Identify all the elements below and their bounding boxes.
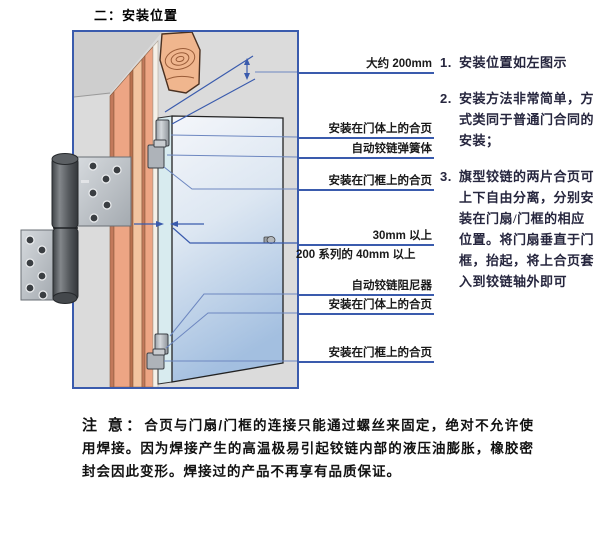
diagram-scene bbox=[73, 31, 298, 388]
installation-diagram bbox=[72, 30, 299, 389]
instruction-item-1: 1. 安装位置如左图示 bbox=[440, 52, 596, 73]
instruction-list: 1. 安装位置如左图示 2. 安装方法非常简单，方式类同于普通门合同的安装； 3… bbox=[440, 52, 596, 307]
warning-prefix: 注 意： bbox=[82, 417, 145, 434]
label-damper-body: 自动铰链阻尼器 bbox=[298, 276, 434, 296]
instruction-number: 3. bbox=[440, 169, 452, 184]
label-hinge-on-frame-top: 安装在门框上的合页 bbox=[298, 171, 434, 191]
hinge-upper-leaf bbox=[76, 156, 132, 227]
dimension-200mm bbox=[164, 55, 256, 125]
instruction-number: 2. bbox=[440, 91, 452, 106]
dimension-30mm bbox=[134, 221, 297, 244]
frame-grain-section bbox=[159, 31, 201, 94]
label-hinge-on-frame-bottom: 安装在门框上的合页 bbox=[298, 343, 434, 363]
door-panel bbox=[171, 115, 284, 383]
instruction-item-2: 2. 安装方法非常简单，方式类同于普通门合同的安装； bbox=[440, 88, 596, 151]
top-hinge bbox=[147, 119, 170, 169]
instruction-number: 1. bbox=[440, 55, 452, 70]
page-title: 二：安装位置 bbox=[94, 8, 179, 23]
door-knob bbox=[263, 236, 276, 244]
label-hinge-on-door-bottom: 安装在门体上的合页 bbox=[298, 295, 434, 315]
label-spring-body: 自动铰链弹簧体 bbox=[298, 139, 434, 159]
instruction-item-3: 3. 旗型铰链的两片合页可上下自由分离，分别安装在门扇/门框的相应位置。将门扇垂… bbox=[440, 166, 596, 292]
leader-lines bbox=[163, 71, 298, 362]
instruction-text: 安装位置如左图示 bbox=[459, 55, 568, 70]
hinge-barrel bbox=[51, 153, 79, 304]
warning-note: 注 意：合页与门扇/门框的连接只能通过螺丝来固定，绝对不允许使用焊接。因为焊接产… bbox=[82, 414, 534, 483]
hinge-photo bbox=[20, 153, 132, 304]
wall-upper-plane bbox=[74, 32, 162, 97]
label-approx-200mm: 大约 200mm bbox=[298, 54, 434, 74]
label-hinge-on-door-top: 安装在门体上的合页 bbox=[298, 119, 434, 139]
warning-text: 合页与门扇/门框的连接只能通过螺丝来固定，绝对不允许使用焊接。因为焊接产生的高温… bbox=[82, 418, 535, 479]
label-gap-30mm: 30mm 以上 bbox=[298, 226, 434, 246]
bottom-hinge bbox=[146, 333, 169, 370]
instruction-text: 旗型铰链的两片合页可上下自由分离，分别安装在门扇/门框的相应位置。将门扇垂直于门… bbox=[459, 169, 595, 289]
hinge-lower-leaf bbox=[20, 229, 54, 301]
label-gap-40mm-200series: 200 系列的 40mm 以上 bbox=[296, 249, 416, 261]
instruction-text: 安装方法非常简单，方式类同于普通门合同的安装； bbox=[459, 91, 595, 148]
